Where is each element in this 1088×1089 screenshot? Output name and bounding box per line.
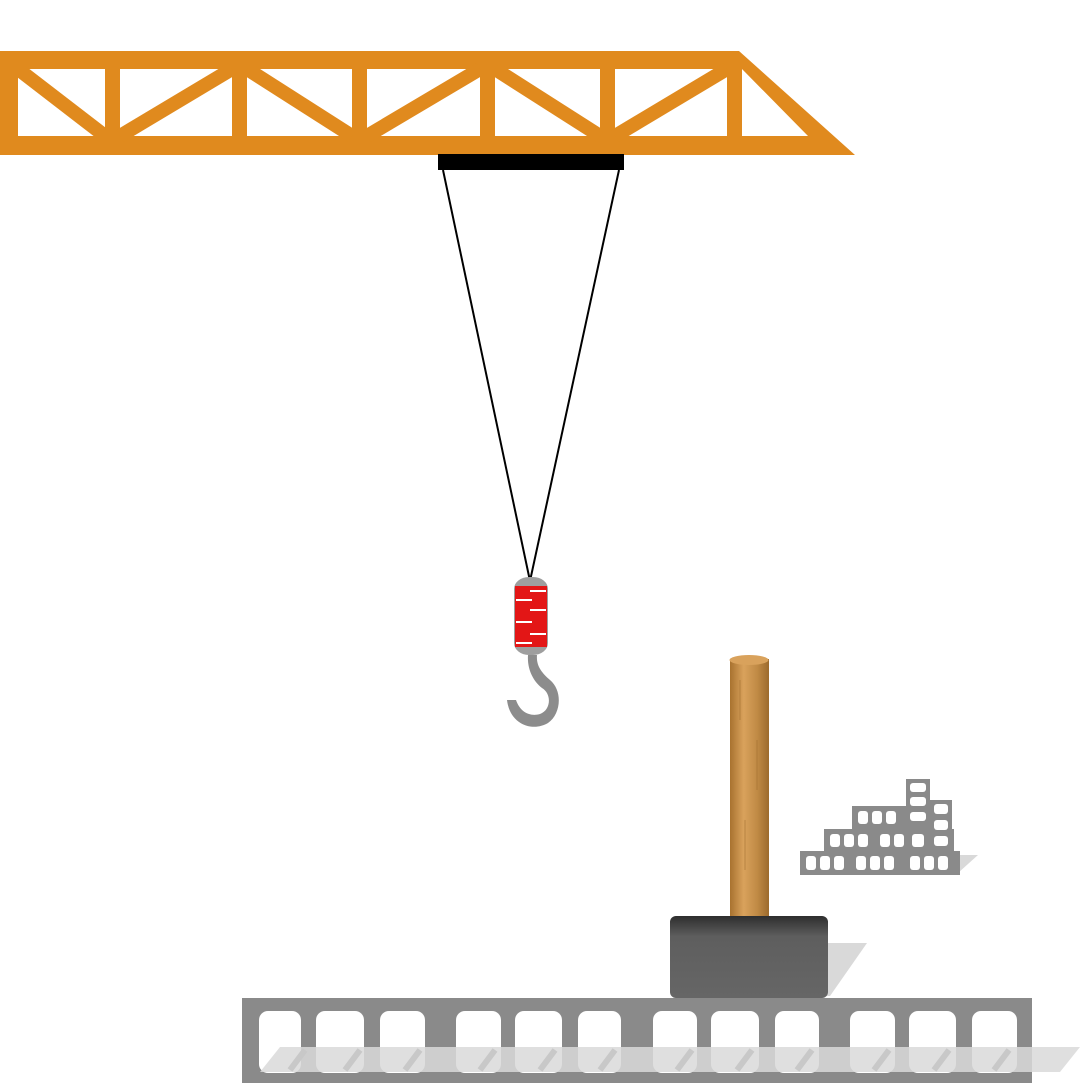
hook-block <box>514 577 548 655</box>
wooden-post[interactable] <box>729 655 770 921</box>
weight-block[interactable] <box>670 916 828 998</box>
trolley <box>438 154 624 170</box>
hook-icon[interactable] <box>507 655 559 727</box>
crane-jib <box>0 51 855 155</box>
slab-blocks-stack <box>800 779 978 875</box>
crane-cables <box>442 169 620 582</box>
hollow-core-slab <box>242 998 1080 1083</box>
weight-block-shadow <box>826 943 867 996</box>
